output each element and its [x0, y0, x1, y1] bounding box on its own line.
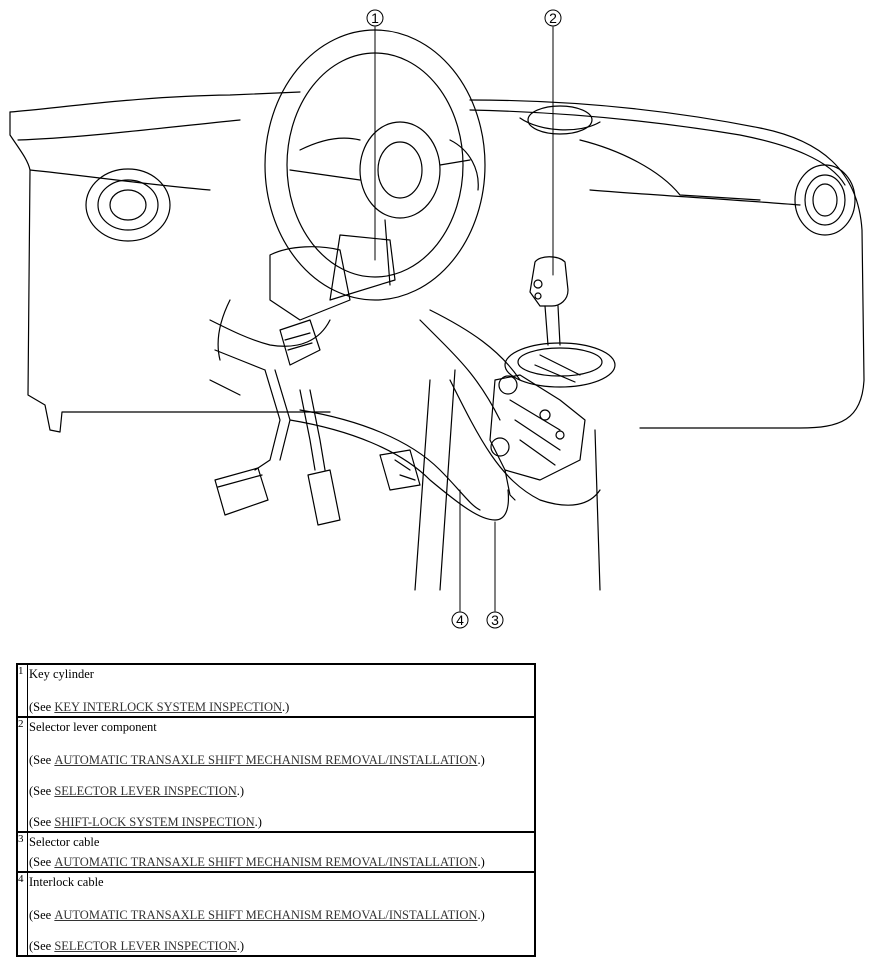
interlock-cable: [299, 409, 481, 511]
legend-item-number: 2: [17, 717, 28, 832]
dashboard-line-drawing: 1 2 4 3: [9, 9, 865, 629]
reference-line: (See AUTOMATIC TRANSAXLE SHIFT MECHANISM…: [29, 738, 534, 769]
legend-item-number: 3: [17, 832, 28, 872]
accelerator-pedal-pad: [307, 469, 341, 526]
reference-line: (See AUTOMATIC TRANSAXLE SHIFT MECHANISM…: [29, 853, 534, 871]
reference-suffix: .): [236, 784, 245, 799]
right-air-vent: [794, 164, 856, 236]
brake-pedal-arm: [254, 369, 291, 471]
part-name: Interlock cable: [29, 875, 104, 889]
reference-prefix: (See: [29, 753, 55, 768]
callout-2-label: 2: [549, 10, 557, 26]
callout-4-circle: [451, 611, 469, 629]
callout-3-label: 3: [491, 612, 499, 628]
callout-3-circle: [486, 611, 504, 629]
reference-suffix: .): [236, 939, 245, 954]
reference-line: (See SELECTOR LEVER INSPECTION.): [29, 769, 534, 800]
callout-1-label: 1: [371, 10, 379, 26]
reference-suffix: .): [477, 855, 485, 870]
center-air-vent: [527, 105, 593, 135]
part-name: Selector cable: [29, 835, 100, 849]
reference-link[interactable]: SELECTOR LEVER INSPECTION: [54, 784, 237, 799]
component-location-illustration: 1 2 4 3: [9, 9, 865, 629]
reference-suffix: .): [282, 700, 290, 715]
reference-prefix: (See: [29, 784, 55, 799]
reference-link[interactable]: AUTOMATIC TRANSAXLE SHIFT MECHANISM REMO…: [54, 753, 478, 768]
steering-column: [329, 234, 396, 301]
reference-link[interactable]: AUTOMATIC TRANSAXLE SHIFT MECHANISM REMO…: [54, 908, 478, 923]
callout-1-circle: [366, 9, 384, 27]
reference-line: (See SHIFT-LOCK SYSTEM INSPECTION.): [29, 800, 534, 831]
callout-2-circle: [544, 9, 562, 27]
selector-cable: [289, 419, 510, 521]
legend-item-body: Selector lever component (See AUTOMATIC T…: [28, 717, 536, 832]
part-name: Key cylinder: [29, 667, 94, 681]
selector-lever-mechanism: [489, 374, 586, 481]
accelerator-pedal-arm: [299, 389, 326, 471]
dashboard-outline: [9, 91, 865, 429]
reference-prefix: (See: [29, 815, 55, 830]
legend-item-body: Selector cable (See AUTOMATIC TRANSAXLE S…: [28, 832, 536, 872]
reference-line: (See KEY INTERLOCK SYSTEM INSPECTION.): [29, 685, 534, 716]
reference-line: (See AUTOMATIC TRANSAXLE SHIFT MECHANISM…: [29, 893, 534, 924]
center-console: [414, 309, 601, 591]
legend-item-body: Key cylinder (See KEY INTERLOCK SYSTEM IN…: [28, 664, 536, 717]
reference-line: (See SELECTOR LEVER INSPECTION.): [29, 924, 534, 955]
reference-link[interactable]: SHIFT-LOCK SYSTEM INSPECTION: [54, 815, 255, 830]
reference-link[interactable]: KEY INTERLOCK SYSTEM INSPECTION: [54, 700, 283, 715]
callout-4-label: 4: [456, 612, 464, 628]
brake-pedal-pad: [214, 467, 269, 516]
part-name: Selector lever component: [29, 720, 157, 734]
legend-item-body: Interlock cable (See AUTOMATIC TRANSAXLE …: [28, 872, 536, 956]
reference-prefix: (See: [29, 855, 55, 870]
reference-suffix: .): [254, 815, 262, 830]
steering-hub: [359, 121, 441, 219]
legend-item-number: 4: [17, 872, 28, 956]
reference-suffix: .): [477, 753, 485, 768]
reference-prefix: (See: [29, 939, 55, 954]
shift-lever-shaft: [544, 305, 561, 346]
shift-knob: [529, 256, 569, 307]
reference-prefix: (See: [29, 700, 55, 715]
reference-suffix: .): [477, 908, 485, 923]
left-air-vent: [85, 168, 171, 242]
wiring-harness: [209, 299, 331, 396]
legend-item-number: 1: [17, 664, 28, 717]
reference-link[interactable]: SELECTOR LEVER INSPECTION: [54, 939, 237, 954]
shift-gate: [504, 342, 616, 388]
reference-prefix: (See: [29, 908, 55, 923]
reference-link[interactable]: AUTOMATIC TRANSAXLE SHIFT MECHANISM REMO…: [54, 855, 478, 870]
